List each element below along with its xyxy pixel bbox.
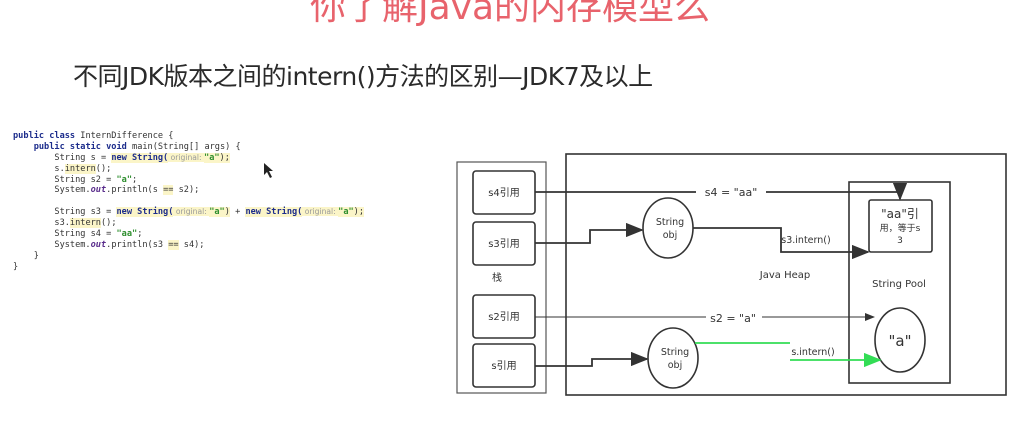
code-token: "a" — [204, 152, 220, 163]
code-token: "a" — [209, 207, 225, 218]
code-token: String s4 = — [13, 229, 117, 240]
edge-s4-label: s4 = "aa" — [705, 186, 758, 199]
code-token: public static void — [33, 141, 133, 152]
string-obj-s: String obj — [647, 327, 699, 389]
code-line: String s4 = "aa"; — [13, 229, 364, 240]
code-token: System. — [13, 239, 91, 250]
code-token: public class — [13, 131, 81, 141]
code-token: .println(s3 — [106, 239, 169, 250]
code-token: new String( — [245, 207, 303, 218]
svg-text:s4引用: s4引用 — [488, 187, 520, 199]
stack-label: 栈 — [492, 271, 502, 284]
code-token: InternDifference { — [80, 131, 174, 141]
edge-s3 — [535, 222, 644, 244]
code-token: s. — [13, 163, 65, 174]
svg-text:s引用: s引用 — [491, 360, 516, 372]
stack-box — [456, 161, 547, 394]
code-token: + — [229, 207, 246, 218]
ref-s2: s2引用 — [472, 294, 536, 339]
code-token: "aa" — [116, 229, 138, 240]
code-line: System.out.println(s3 == s4); — [13, 239, 364, 251]
svg-text:s2引用: s2引用 — [488, 311, 520, 323]
code-token: out — [90, 239, 107, 250]
edge-s3-intern — [693, 227, 870, 260]
code-token: System. — [13, 185, 91, 196]
code-token: original: — [173, 207, 210, 217]
code-line: public static void main(String[] args) { — [13, 142, 364, 153]
code-token: String s2 = — [13, 174, 117, 185]
edge-s3-intern-label: s3.intern() — [781, 235, 830, 246]
code-token: .println(s — [106, 185, 164, 196]
code-line: System.out.println(s == s2); — [13, 185, 364, 196]
slide-subtitle: 不同JDK版本之间的intern()方法的区别—JDK7及以上 — [73, 62, 653, 91]
ref-s4: s4引用 — [472, 170, 536, 215]
code-line: } — [13, 251, 364, 262]
edge-s-intern-label: s.intern() — [791, 347, 834, 358]
code-token: s2); — [173, 185, 200, 196]
svg-text:String: String — [661, 347, 689, 358]
code-block: public class InternDifference { public s… — [13, 131, 365, 273]
string-pool-box — [848, 181, 951, 384]
svg-text:用，等于s: 用，等于s — [880, 222, 921, 234]
code-token: original: — [168, 152, 205, 162]
code-line: public class InternDifference { — [13, 131, 364, 142]
code-token: } — [13, 261, 19, 272]
mouse-cursor-icon — [264, 163, 273, 178]
svg-text:obj: obj — [668, 360, 682, 371]
code-token: == — [163, 185, 174, 196]
svg-text:3: 3 — [897, 236, 903, 246]
code-token: String s3 = — [13, 207, 117, 218]
code-token: ); — [219, 152, 230, 163]
code-token: (); — [100, 218, 117, 229]
code-line: String s2 = "a"; — [13, 175, 364, 186]
code-token: ) — [224, 207, 230, 218]
code-token: original: — [302, 207, 339, 217]
heap-box — [565, 153, 1007, 396]
svg-text:s3引用: s3引用 — [488, 238, 520, 250]
code-line: String s = new String( original: "a"); — [13, 152, 364, 164]
code-token: == — [168, 239, 179, 250]
code-token: ; — [137, 229, 143, 240]
heap-label: Java Heap — [759, 270, 810, 281]
code-token: intern — [64, 163, 96, 174]
code-token: new String( — [111, 152, 169, 163]
svg-text:obj: obj — [663, 230, 677, 241]
code-token: out — [90, 185, 107, 196]
code-token: s3. — [13, 218, 70, 229]
code-token: main(String[] args) { — [132, 141, 241, 152]
svg-text:"aa"引: "aa"引 — [881, 207, 919, 221]
a-literal: "a" — [874, 307, 926, 373]
svg-text:String: String — [656, 217, 684, 228]
code-line: } — [13, 262, 364, 273]
code-token: (); — [95, 163, 112, 174]
code-token: new String( — [116, 207, 174, 218]
code-line: s3.intern(); — [13, 218, 364, 229]
code-token: "a" — [116, 174, 133, 185]
code-token: ; — [132, 174, 138, 185]
code-token: } — [13, 250, 39, 261]
ref-s3: s3引用 — [472, 221, 536, 266]
pool-label: String Pool — [872, 279, 926, 290]
edge-s — [535, 351, 649, 367]
edge-s2-label: s2 = "a" — [710, 312, 756, 325]
string-obj-s3: String obj — [642, 197, 694, 259]
code-line: s.intern(); — [13, 163, 364, 175]
code-token: s4); — [178, 239, 205, 250]
code-token: ); — [353, 207, 365, 218]
code-token: intern — [69, 218, 101, 229]
code-token: String s = — [13, 152, 112, 163]
slide-top-title: 你了解Java的内存模型么 — [309, 0, 711, 28]
code-line: String s3 = new String( original: "a") +… — [13, 207, 365, 218]
aa-reference-box: "aa"引 用，等于s 3 — [868, 199, 933, 253]
ref-s: s引用 — [472, 343, 536, 388]
code-token: "a" — [338, 207, 354, 218]
edge-s4 — [535, 182, 908, 201]
svg-text:"a": "a" — [889, 332, 912, 350]
